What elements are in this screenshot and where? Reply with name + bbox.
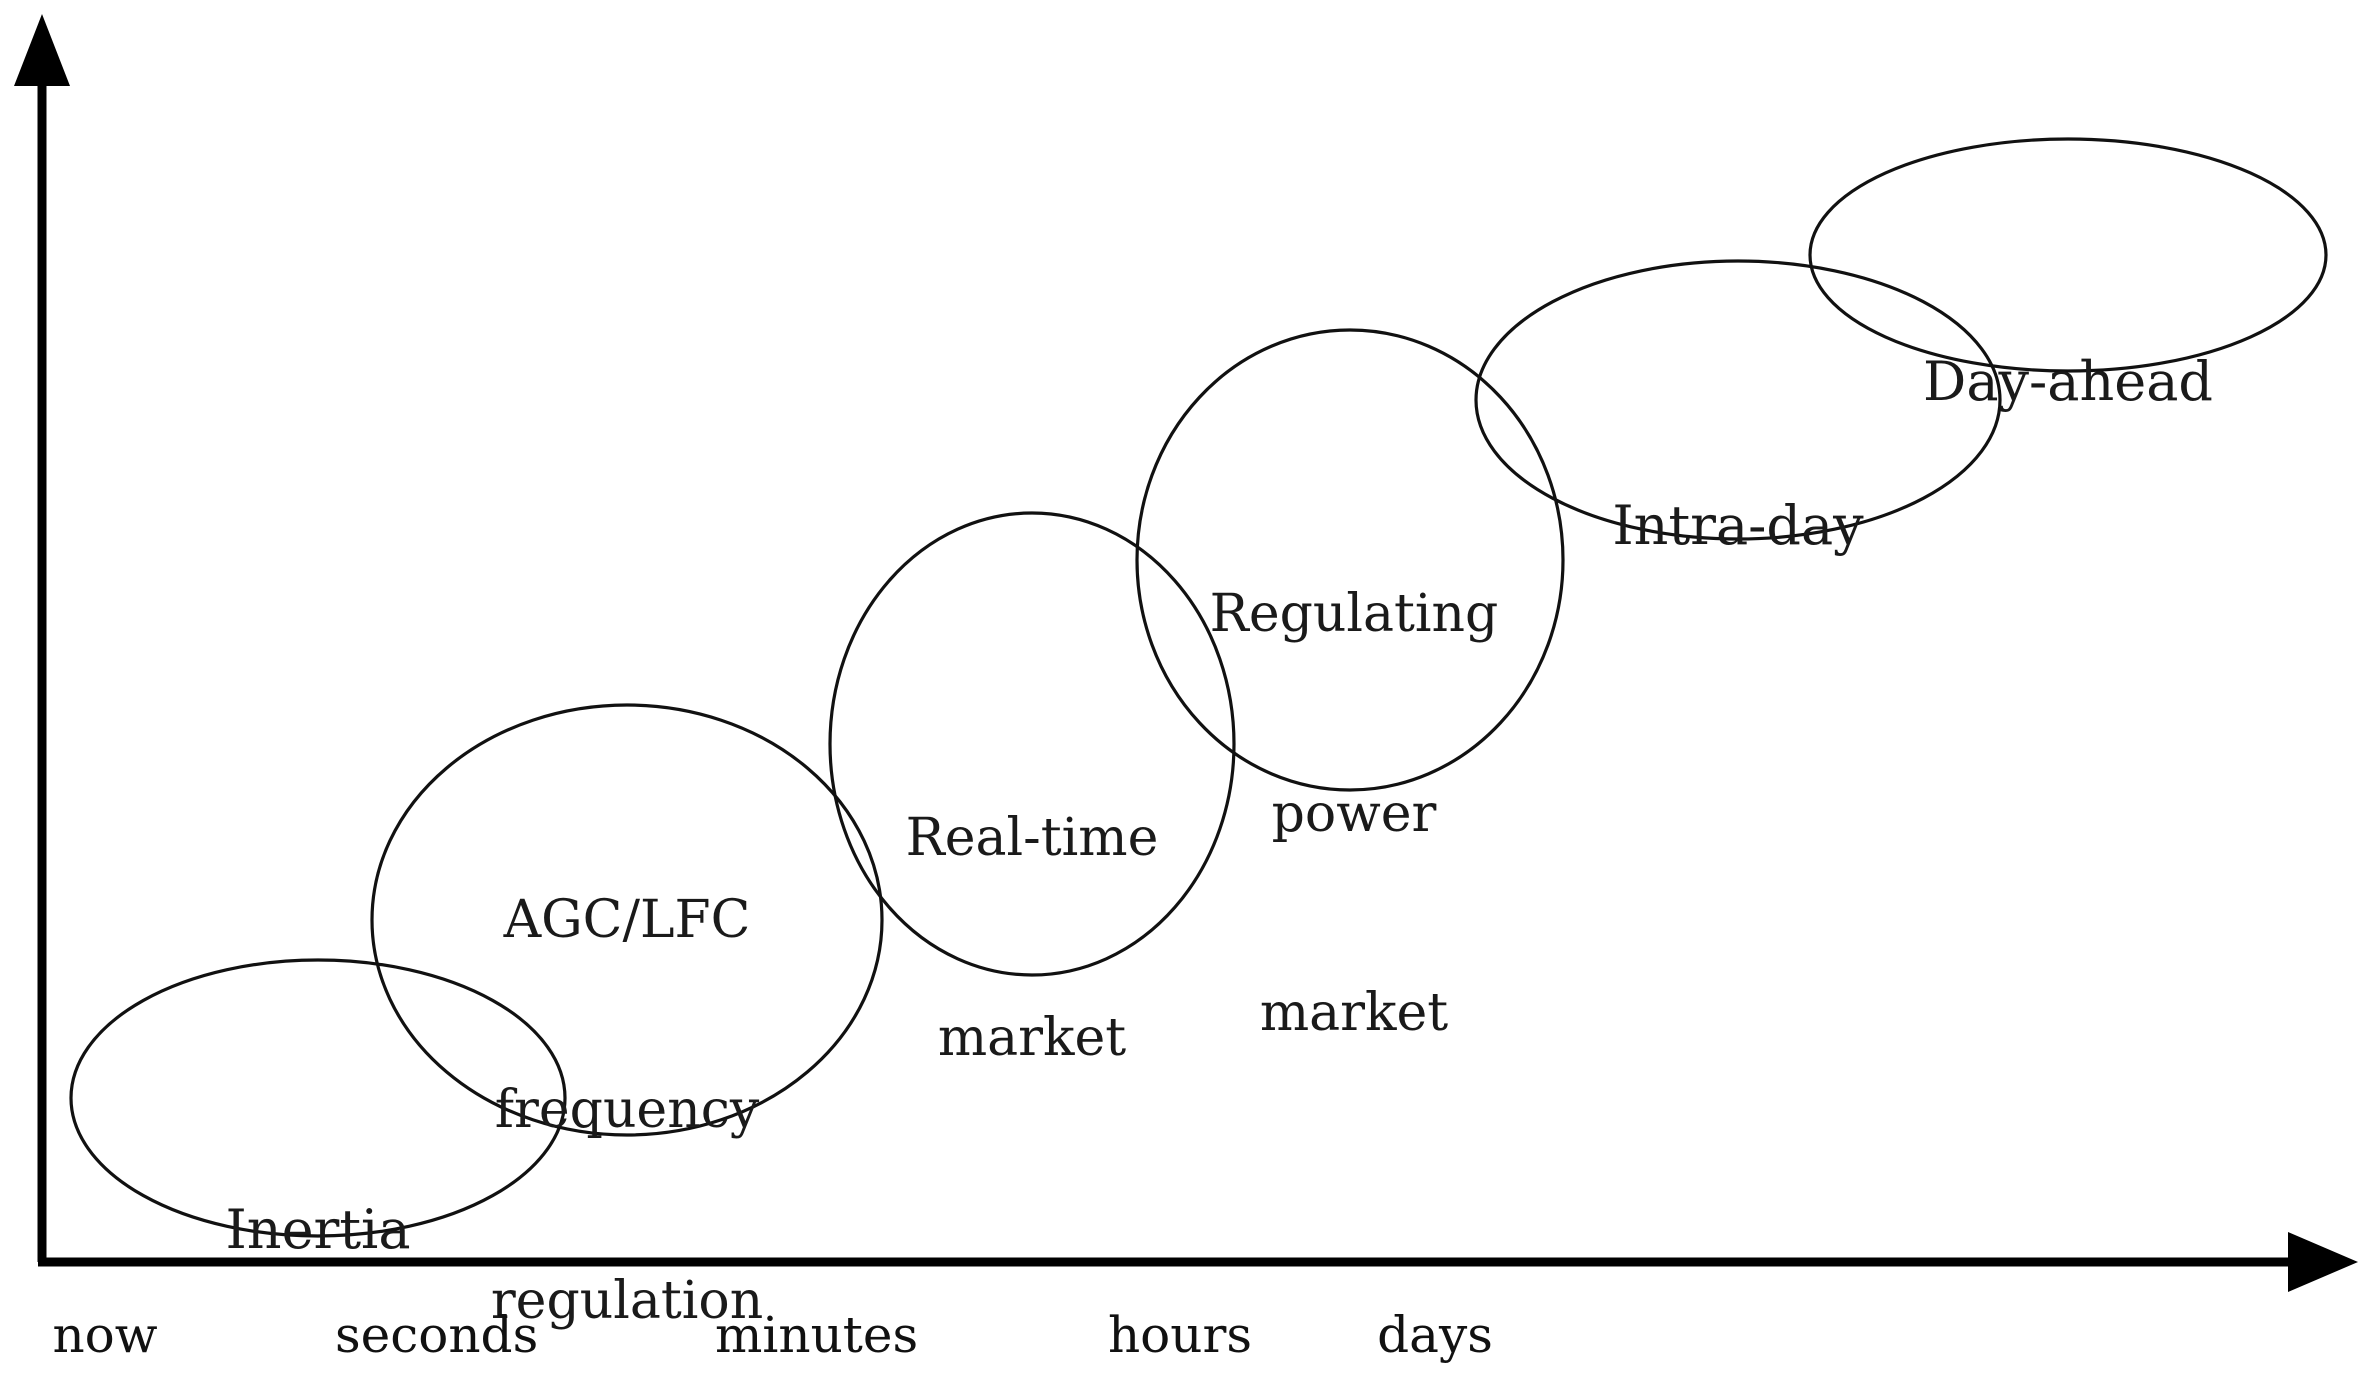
x-tick-seconds: seconds	[335, 1306, 539, 1364]
x-tick-days: days	[1377, 1306, 1493, 1364]
ellipses-group	[69, 137, 2328, 1238]
y-axis-arrowhead	[14, 14, 70, 86]
ellipse-agc-lfc[interactable]	[370, 703, 884, 1137]
ellipse-real-time-market[interactable]	[828, 511, 1236, 977]
ellipse-day-ahead[interactable]	[1808, 137, 2328, 373]
x-tick-hours: hours	[1107, 1306, 1253, 1364]
ellipse-inertia[interactable]	[69, 958, 567, 1238]
x-axis-arrowhead	[2288, 1232, 2358, 1292]
x-tick-now: now	[52, 1306, 158, 1364]
axes-group	[14, 14, 2358, 1292]
ellipse-intra-day[interactable]	[1474, 259, 2002, 541]
x-tick-minutes: minutes	[715, 1306, 919, 1364]
ellipse-regulating-power-market[interactable]	[1135, 328, 1565, 792]
